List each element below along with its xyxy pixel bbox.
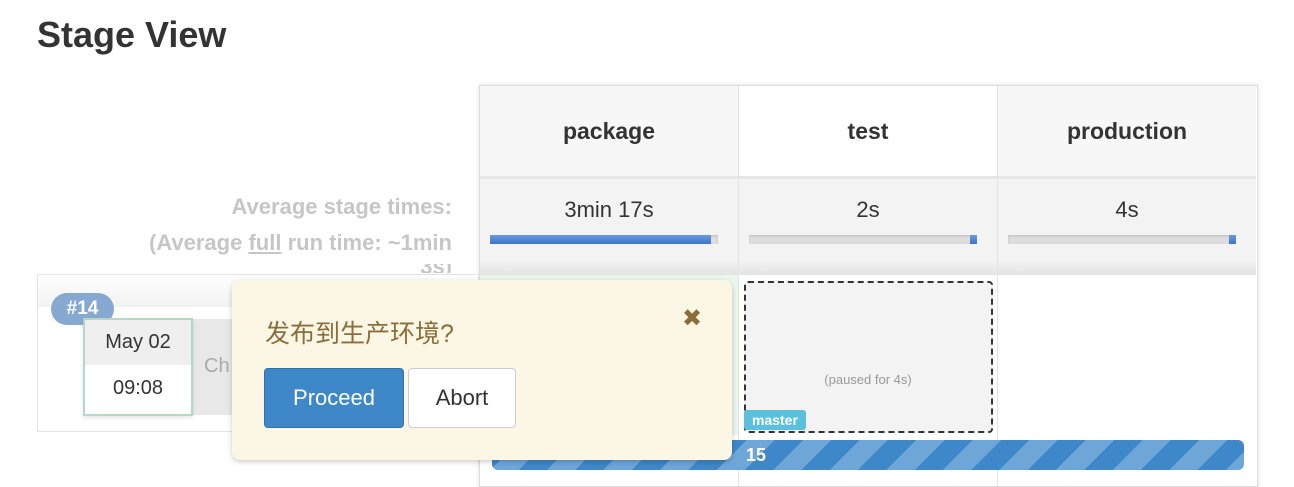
changes-text: Ch bbox=[204, 355, 230, 377]
abort-button[interactable]: Abort bbox=[408, 368, 516, 428]
run-date: May 02 bbox=[85, 320, 191, 365]
stage-header: package bbox=[480, 86, 738, 176]
stage-cell-paused[interactable]: (paused for 4s) master bbox=[739, 275, 997, 435]
run-time: 09:08 bbox=[112, 377, 164, 399]
stage-column-test: test 2s (paused for 4s) master bbox=[739, 86, 998, 486]
stage-average: 4s bbox=[998, 176, 1256, 275]
progress-label: 15 bbox=[746, 445, 767, 465]
paused-text: (paused for 4s) bbox=[824, 372, 912, 387]
avg-bar-fill bbox=[1229, 235, 1236, 244]
avg-suffix: run time: ~1min bbox=[281, 230, 452, 255]
stage-cell[interactable] bbox=[998, 275, 1256, 435]
popup-title: 发布到生产环境? bbox=[265, 320, 454, 348]
stage-average: 3min 17s bbox=[480, 176, 738, 275]
avg-time: 2s bbox=[856, 197, 880, 222]
avg-bar-fill bbox=[970, 235, 977, 244]
branch-badge: master bbox=[744, 410, 806, 430]
close-icon[interactable]: ✖ bbox=[682, 305, 703, 332]
stage-column-production: production 4s bbox=[998, 86, 1256, 486]
stage-average: 2s bbox=[739, 176, 997, 275]
average-run-time-tail: 3s) bbox=[420, 264, 452, 273]
proceed-button[interactable]: Proceed bbox=[264, 368, 404, 428]
avg-bar bbox=[490, 235, 718, 244]
stage-header: test bbox=[739, 86, 997, 176]
full-run-link[interactable]: full bbox=[248, 230, 282, 255]
stage-header: production bbox=[998, 86, 1256, 176]
avg-bar-fill bbox=[490, 235, 712, 244]
avg-bar bbox=[749, 235, 977, 244]
avg-prefix: (Average bbox=[149, 230, 249, 255]
run-date-box[interactable]: May 02 09:08 bbox=[83, 318, 193, 416]
average-stage-times-label: Average stage times: bbox=[231, 194, 452, 219]
avg-time: 3min 17s bbox=[564, 197, 654, 222]
avg-bar bbox=[1008, 235, 1236, 244]
page-title: Stage View bbox=[37, 14, 227, 55]
input-request-popup: 发布到生产环境? ✖ Proceed Abort bbox=[232, 280, 732, 460]
stage-table: package 3min 17s test 2s (paused for 4s)… bbox=[479, 85, 1258, 487]
avg-time: 4s bbox=[1115, 197, 1139, 222]
average-run-time-label: (Average full run time: ~1min bbox=[149, 230, 452, 256]
